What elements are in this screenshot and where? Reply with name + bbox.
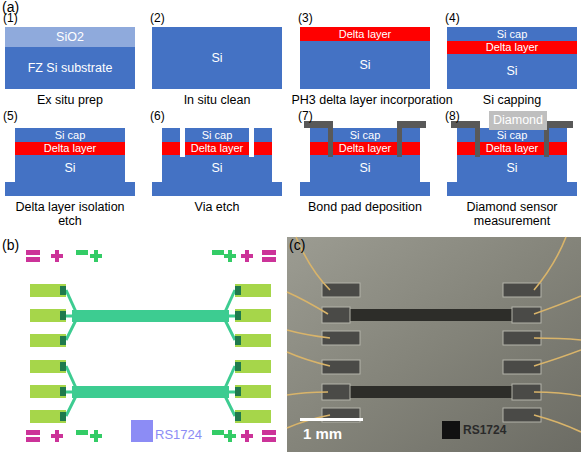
step-caption: Si capping: [447, 93, 577, 107]
material-layer: Si: [457, 155, 567, 182]
substrate-base: [152, 182, 282, 196]
material-layer: Si: [300, 41, 430, 89]
material-layer: Si cap: [162, 128, 272, 142]
layer-label: SiO2: [56, 31, 84, 44]
material-layer: Delta layer: [310, 142, 420, 155]
layer-label: Si: [211, 162, 222, 175]
layer-label: Si cap: [497, 130, 528, 141]
step-number: (8): [445, 110, 475, 124]
substrate-base: [5, 182, 135, 196]
substrate-base: [447, 182, 577, 196]
material-layer: Si: [15, 155, 125, 182]
step-caption: In situ clean: [142, 93, 292, 107]
layer-label: Delta layer: [486, 42, 539, 53]
layer-label: FZ Si substrate: [28, 62, 113, 75]
step-caption: PH3 delta layer incorporation: [272, 93, 472, 107]
layer-label: Si cap: [55, 130, 86, 141]
layer-label: Delta layer: [486, 143, 539, 154]
layer-label: Delta layer: [339, 143, 392, 154]
substrate-base: [300, 182, 430, 196]
scale-bar-label: 1 mm: [303, 425, 373, 442]
material-layer: Si: [310, 155, 420, 182]
layer-label: Delta layer: [191, 143, 244, 154]
device-layout: [26, 250, 276, 442]
material-layer: Si cap: [15, 128, 125, 142]
step-caption: Bond pad deposition: [305, 200, 425, 214]
step-number: (1): [3, 12, 33, 26]
step-caption: Delta layer isolation etch: [10, 200, 130, 229]
layer-label: Si cap: [497, 29, 528, 40]
step-number: (6): [150, 110, 180, 124]
material-layer: Si: [447, 54, 577, 89]
step-number: (4): [445, 12, 475, 26]
micrograph-photo: [287, 237, 581, 452]
layer-label: Delta layer: [339, 29, 392, 40]
step-number: (3): [298, 12, 328, 26]
via-hole: [249, 128, 254, 157]
step-caption: Ex situ prep: [0, 93, 145, 107]
material-layer: SiO2: [5, 27, 135, 47]
layer-label: Si: [506, 65, 517, 78]
material-layer: Delta layer: [457, 142, 567, 155]
layer-label: Si cap: [202, 130, 233, 141]
layer-label: Si: [211, 52, 222, 65]
material-layer: Delta layer: [447, 41, 577, 54]
material-layer: Si: [152, 27, 282, 89]
material-layer: Si cap: [447, 27, 577, 41]
via-hole: [180, 128, 185, 157]
step-caption: Diamond sensor measurement: [452, 200, 572, 229]
layer-label: Si: [359, 59, 370, 72]
material-layer: Si: [162, 155, 272, 182]
chip-id: RS1724: [155, 428, 235, 443]
panel-label: (b): [2, 237, 42, 253]
step-number: (2): [150, 12, 180, 26]
step-caption: Via etch: [157, 200, 277, 214]
panel-label: (c): [289, 237, 329, 253]
layer-label: Si: [359, 162, 370, 175]
layer-label: Delta layer: [44, 143, 97, 154]
layer-label: Si: [506, 162, 517, 175]
material-layer: Delta layer: [300, 27, 430, 41]
step-number: (5): [3, 110, 33, 124]
chip-id: RS1724: [463, 424, 543, 438]
layer-label: Si cap: [350, 130, 381, 141]
layer-label: Diamond: [493, 114, 543, 127]
diamond-sensor: Diamond: [489, 111, 547, 130]
material-layer: Delta layer: [15, 142, 125, 155]
material-layer: Delta layer: [162, 142, 272, 155]
layer-label: Si: [64, 162, 75, 175]
step-number: (7): [298, 110, 328, 124]
material-layer: Si cap: [310, 128, 420, 142]
material-layer: FZ Si substrate: [5, 47, 135, 89]
material-layer: Si cap: [457, 128, 567, 142]
